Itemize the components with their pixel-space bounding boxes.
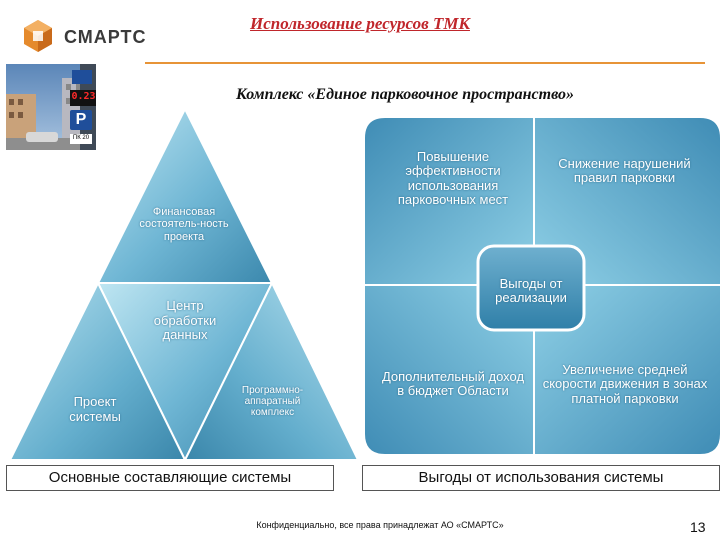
benefit-top-left-text: Повышение эффективности использования па… [397, 149, 509, 207]
slide-title: Использование ресурсов ТМК [250, 14, 470, 33]
pyramid-middle-label: Центр обработки данных [153, 298, 217, 343]
pyramid-left-label: Проект системы [69, 394, 121, 424]
logo-wordmark: СМАРТС [64, 27, 147, 47]
header-rule [145, 62, 705, 64]
benefit-center-text: Выгоды от реализации [495, 276, 567, 306]
benefits-caption: Выгоды от использования системы [362, 465, 720, 491]
benefit-quadrant-top-right [533, 116, 720, 286]
pyramid-caption: Основные составляющие системы [6, 465, 334, 491]
slide-subtitle: Комплекс «Единое парковочное пространств… [235, 86, 574, 103]
smarts-logo [20, 18, 165, 54]
parking-photo: 0.23 P ПК 20 [6, 64, 96, 150]
benefit-quadrant-bottom-right [533, 284, 720, 456]
confidential-footer: Конфиденциально, все права принадлежат А… [256, 520, 504, 530]
benefit-bottom-left-text: Дополнительный доход в бюджет Области [381, 369, 525, 399]
sign-caption: ПК 20 [72, 135, 90, 141]
benefit-center-box [476, 244, 586, 332]
parking-sign: P [75, 111, 87, 128]
page-number: 13 [690, 519, 706, 535]
price-display: 0.23 [71, 91, 96, 102]
pyramid-top-label: Финансовая состоятель-ность проекта [139, 206, 229, 243]
benefit-bottom-right-text: Увеличение средней скорости движения в з… [542, 362, 708, 406]
pyramid-right-segment [183, 280, 360, 461]
benefit-top-right-text: Снижение нарушений правил парковки [558, 156, 691, 186]
logo-cube-icon [24, 20, 52, 52]
pyramid-left-segment [8, 280, 187, 461]
pyramid-right-label: Программно-аппаратный комплекс [241, 385, 304, 419]
